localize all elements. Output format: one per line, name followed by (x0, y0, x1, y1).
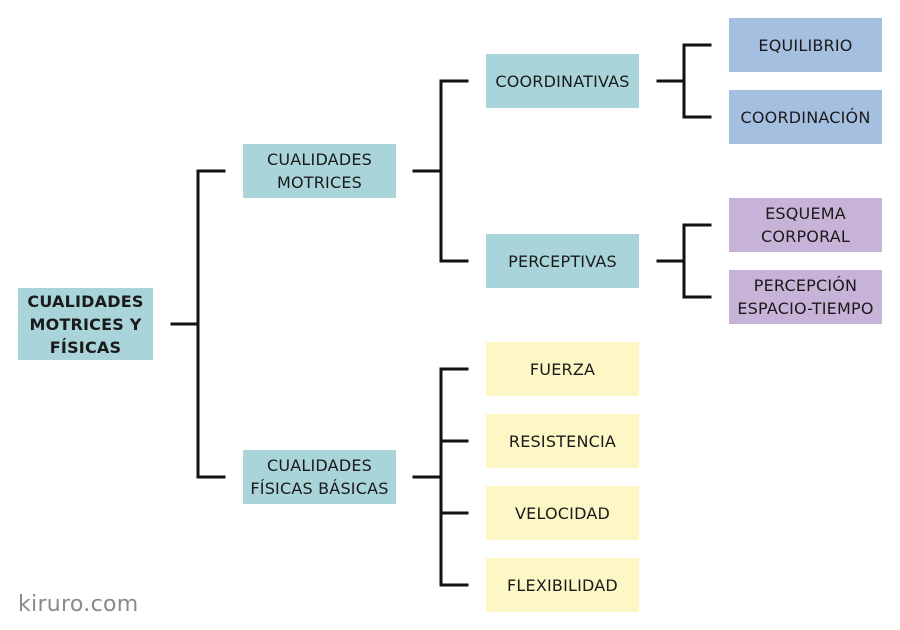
node-cualidades-motrices: CUALIDADES MOTRICES (243, 144, 396, 198)
node-coordinacion: COORDINACIÓN (729, 90, 882, 144)
watermark-logo: kiruro.com (18, 592, 139, 617)
node-perceptivas: PERCEPTIVAS (486, 234, 639, 288)
node-velocidad: VELOCIDAD (486, 486, 639, 540)
node-flexibilidad: FLEXIBILIDAD (486, 558, 639, 612)
node-percepcion-espacio-tiempo: PERCEPCIÓN ESPACIO-TIEMPO (729, 270, 882, 324)
node-equilibrio: EQUILIBRIO (729, 18, 882, 72)
node-root: CUALIDADES MOTRICES Y FÍSICAS (18, 288, 153, 360)
node-esquema-corporal: ESQUEMA CORPORAL (729, 198, 882, 252)
node-fuerza: FUERZA (486, 342, 639, 396)
node-cualidades-fisicas-basicas: CUALIDADES FÍSICAS BÁSICAS (243, 450, 396, 504)
node-resistencia: RESISTENCIA (486, 414, 639, 468)
node-coordinativas: COORDINATIVAS (486, 54, 639, 108)
